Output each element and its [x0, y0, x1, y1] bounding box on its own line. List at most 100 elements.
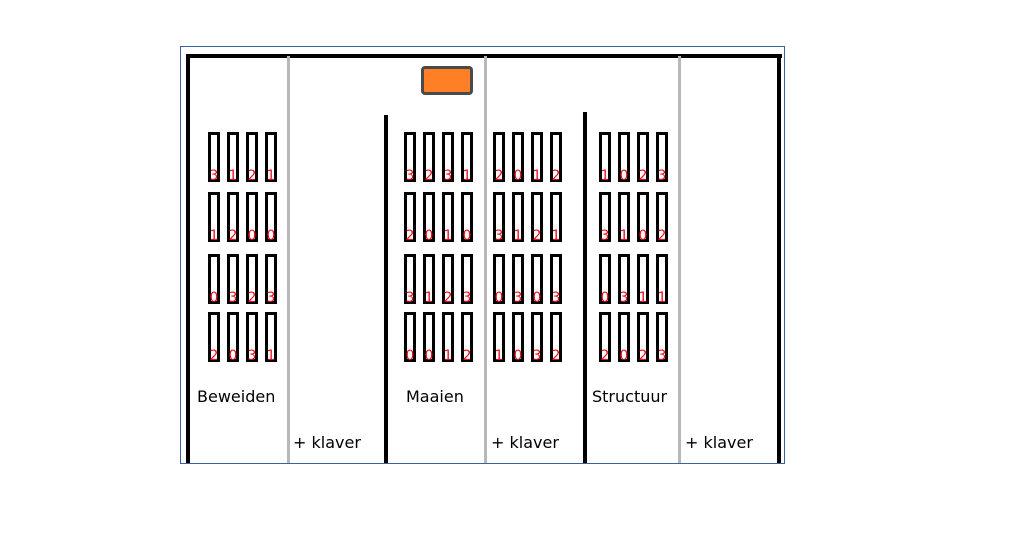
plot-value: 2 — [532, 228, 542, 244]
plot-cell — [404, 132, 416, 182]
plot-value: 2 — [443, 290, 453, 306]
plot-value: 3 — [247, 348, 257, 364]
plot-cell — [550, 312, 562, 362]
plot-value: 1 — [424, 290, 434, 306]
plot-value: 3 — [405, 290, 415, 306]
plot-value: 2 — [657, 228, 667, 244]
plot-cell — [442, 132, 454, 182]
plot-value: 2 — [551, 348, 561, 364]
plot-value: 2 — [494, 168, 504, 184]
plot-value: 1 — [494, 348, 504, 364]
plot-cell — [550, 192, 562, 242]
plot-cell — [404, 254, 416, 304]
plot-cell — [618, 312, 630, 362]
plot-cell — [512, 254, 524, 304]
plot-cell — [442, 254, 454, 304]
plot-value: 1 — [209, 228, 219, 244]
plot-cell — [246, 254, 258, 304]
plot-value: 2 — [462, 348, 472, 364]
plot-value: 3 — [443, 168, 453, 184]
plot-value: 0 — [266, 228, 276, 244]
plot-cell — [531, 192, 543, 242]
plot-value: 2 — [424, 168, 434, 184]
plot-value: 1 — [266, 348, 276, 364]
plot-value: 0 — [424, 228, 434, 244]
plot-value: 0 — [424, 348, 434, 364]
plot-value: 3 — [657, 168, 667, 184]
plot-cell — [599, 132, 611, 182]
plot-cell — [208, 312, 220, 362]
plot-cell — [599, 192, 611, 242]
plot-value: 1 — [619, 228, 629, 244]
column-divider — [678, 56, 681, 463]
plot-value: 0 — [619, 168, 629, 184]
plot-cell — [618, 132, 630, 182]
plot-value: 1 — [513, 228, 523, 244]
plot-value: 0 — [247, 228, 257, 244]
plot-cell — [493, 192, 505, 242]
column-label: + klaver — [491, 433, 559, 452]
plot-value: 1 — [638, 290, 648, 306]
plot-value: 2 — [405, 228, 415, 244]
plot-value: 1 — [228, 168, 238, 184]
plot-value: 0 — [494, 290, 504, 306]
column-divider — [484, 56, 487, 463]
plot-cell — [246, 312, 258, 362]
plot-cell — [442, 192, 454, 242]
plot-value: 0 — [405, 348, 415, 364]
plot-value: 0 — [513, 168, 523, 184]
plot-value: 3 — [266, 290, 276, 306]
plot-value: 1 — [266, 168, 276, 184]
plot-value: 1 — [462, 168, 472, 184]
plot-cell — [599, 312, 611, 362]
column-divider — [287, 56, 290, 463]
plot-value: 0 — [619, 348, 629, 364]
plot-cell — [227, 192, 239, 242]
treatment-divider — [583, 112, 587, 463]
plot-cell — [656, 254, 668, 304]
plot-cell — [656, 312, 668, 362]
orange-marker — [421, 66, 473, 95]
frame-right-line — [777, 54, 781, 463]
plot-value: 2 — [600, 348, 610, 364]
plot-cell — [461, 132, 473, 182]
plot-cell — [461, 254, 473, 304]
frame-left-line — [186, 54, 190, 463]
plot-cell — [227, 254, 239, 304]
plot-cell — [550, 132, 562, 182]
plot-value: 3 — [657, 348, 667, 364]
plot-value: 1 — [657, 290, 667, 306]
plot-value: 2 — [551, 168, 561, 184]
plot-cell — [531, 254, 543, 304]
plot-cell — [265, 254, 277, 304]
plot-cell — [637, 192, 649, 242]
plot-cell — [461, 192, 473, 242]
plot-cell — [404, 312, 416, 362]
plot-cell — [656, 192, 668, 242]
plot-value: 3 — [600, 228, 610, 244]
plot-cell — [208, 254, 220, 304]
plot-cell — [265, 132, 277, 182]
plot-cell — [442, 312, 454, 362]
plot-cell — [227, 312, 239, 362]
plot-value: 2 — [638, 168, 648, 184]
plot-cell — [599, 254, 611, 304]
plot-value: 0 — [209, 290, 219, 306]
plot-value: 0 — [513, 348, 523, 364]
plot-value: 0 — [228, 348, 238, 364]
plot-value: 3 — [494, 228, 504, 244]
plot-cell — [512, 132, 524, 182]
plot-cell — [618, 254, 630, 304]
column-label: + klaver — [685, 433, 753, 452]
plot-cell — [246, 192, 258, 242]
plot-cell — [265, 312, 277, 362]
column-label: Structuur — [592, 387, 668, 406]
plot-cell — [656, 132, 668, 182]
column-label: Maaien — [406, 387, 464, 406]
column-label: Beweiden — [197, 387, 276, 406]
plot-value: 2 — [247, 168, 257, 184]
plot-value: 3 — [228, 290, 238, 306]
plot-value: 1 — [532, 168, 542, 184]
plot-cell — [531, 132, 543, 182]
plot-cell — [637, 312, 649, 362]
